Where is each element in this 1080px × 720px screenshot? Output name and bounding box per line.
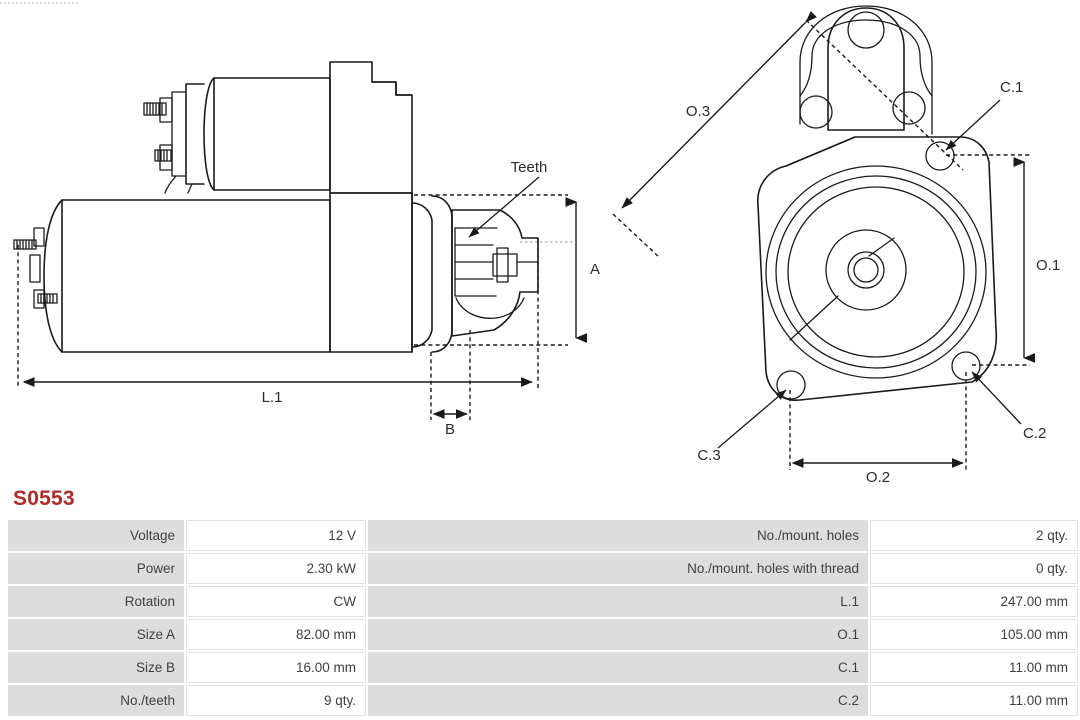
table-row: Voltage 12 V No./mount. holes 2 qty. bbox=[8, 520, 1078, 551]
table-row: Power 2.30 kW No./mount. holes with thre… bbox=[8, 553, 1078, 584]
spec-label-rotation: Rotation bbox=[8, 586, 184, 617]
pinion-teeth bbox=[454, 227, 498, 297]
spec-label-mount-holes: No./mount. holes bbox=[368, 520, 868, 551]
rear-end-housing bbox=[13, 199, 331, 353]
spec-label-c2: C.2 bbox=[368, 685, 868, 716]
spec-value-o1: 105.00 mm bbox=[870, 619, 1078, 650]
side-view-dimensions: A L.1 B bbox=[17, 194, 600, 438]
spec-value-size-a: 82.00 mm bbox=[186, 619, 366, 650]
spec-label-l1: L.1 bbox=[368, 586, 868, 617]
length-l1-label: L.1 bbox=[262, 389, 283, 406]
spec-label-power: Power bbox=[8, 553, 184, 584]
size-b-label: B bbox=[445, 421, 455, 438]
rear-through-bolts bbox=[13, 239, 58, 304]
spec-label-c1: C.1 bbox=[368, 652, 868, 683]
solenoid bbox=[143, 77, 331, 194]
spec-label-size-b: Size B bbox=[8, 652, 184, 683]
motor-body bbox=[329, 192, 413, 353]
spec-value-c2: 11.00 mm bbox=[870, 685, 1078, 716]
drive-end-housing bbox=[329, 61, 413, 194]
part-number: S0553 bbox=[13, 487, 75, 510]
spec-value-size-b: 16.00 mm bbox=[186, 652, 366, 683]
solenoid-cap bbox=[799, 5, 933, 135]
size-a-label: A bbox=[590, 261, 600, 278]
starter-side-view: Teeth A L.1 bbox=[13, 61, 600, 438]
teeth-callout: Teeth bbox=[468, 159, 548, 238]
spec-table-body: Voltage 12 V No./mount. holes 2 qty. Pow… bbox=[8, 520, 1078, 716]
table-row: Size A 82.00 mm O.1 105.00 mm bbox=[8, 619, 1078, 650]
spec-label-teeth: No./teeth bbox=[8, 685, 184, 716]
c2-label: C.2 bbox=[1023, 425, 1046, 442]
spec-value-rotation: CW bbox=[186, 586, 366, 617]
front-view-callouts: C.1 C.2 C.3 bbox=[697, 79, 1046, 464]
drawings-area: Teeth A L.1 bbox=[13, 5, 1060, 485]
table-row: No./teeth 9 qty. C.2 11.00 mm bbox=[8, 685, 1078, 716]
spec-value-mount-holes-thread: 0 qty. bbox=[870, 553, 1078, 584]
pinion-drive-assembly bbox=[411, 195, 539, 353]
teeth-label: Teeth bbox=[511, 159, 548, 176]
spec-label-mount-holes-thread: No./mount. holes with thread bbox=[368, 553, 868, 584]
spec-label-o1: O.1 bbox=[368, 619, 868, 650]
spec-label-size-a: Size A bbox=[8, 619, 184, 650]
spec-value-l1: 247.00 mm bbox=[870, 586, 1078, 617]
hole-c3 bbox=[776, 370, 806, 400]
c3-label: C.3 bbox=[697, 447, 720, 464]
spec-value-voltage: 12 V bbox=[186, 520, 366, 551]
table-row: Rotation CW L.1 247.00 mm bbox=[8, 586, 1078, 617]
o1-label: O.1 bbox=[1036, 257, 1060, 274]
front-view-dimensions: O.1 O.2 O.3 bbox=[612, 10, 1060, 485]
spec-value-c1: 11.00 mm bbox=[870, 652, 1078, 683]
spec-value-teeth: 9 qty. bbox=[186, 685, 366, 716]
c1-label: C.1 bbox=[1000, 79, 1023, 96]
solenoid-terminals bbox=[143, 97, 173, 171]
spec-label-voltage: Voltage bbox=[8, 520, 184, 551]
drive-end-circles bbox=[765, 165, 987, 379]
o3-label: O.3 bbox=[686, 103, 710, 120]
specifications-table: Voltage 12 V No./mount. holes 2 qty. Pow… bbox=[6, 518, 1080, 718]
table-row: Size B 16.00 mm C.1 11.00 mm bbox=[8, 652, 1078, 683]
hole-c1 bbox=[925, 141, 955, 171]
o2-label: O.2 bbox=[866, 469, 890, 485]
top-dashed-artifact bbox=[0, 2, 78, 4]
spec-value-power: 2.30 kW bbox=[186, 553, 366, 584]
spec-value-mount-holes: 2 qty. bbox=[870, 520, 1078, 551]
starter-front-view: C.1 C.2 C.3 O.1 O.2 bbox=[612, 5, 1060, 485]
